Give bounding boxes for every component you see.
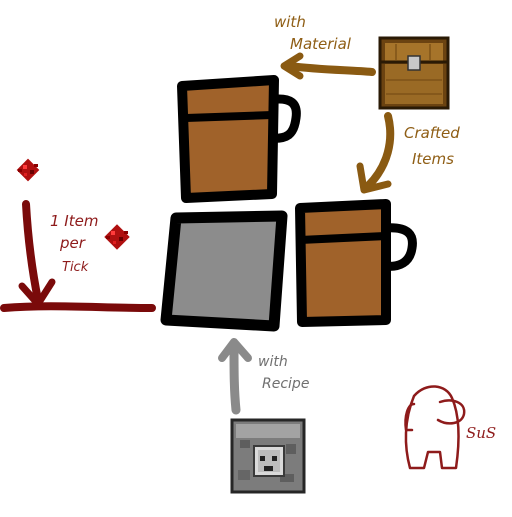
label-with-recipe-line2: Recipe — [262, 376, 309, 392]
label-crafted-items: Crafted Items — [404, 124, 460, 168]
mug-top — [177, 75, 301, 203]
arrow-crafted — [356, 112, 395, 194]
label-sus: SuS — [466, 424, 496, 442]
label-with-material-line2: Material — [290, 35, 352, 53]
mug-gray — [160, 210, 288, 332]
mug-right — [295, 199, 417, 327]
arrow-material — [280, 52, 376, 80]
chest-icon — [378, 36, 450, 110]
arrow-recipe — [218, 338, 252, 415]
dropper-icon — [230, 418, 306, 494]
label-item-line1: 1 Item — [50, 212, 98, 230]
label-item-line2: per — [59, 234, 86, 252]
crewmate-doodle-icon — [404, 385, 466, 470]
redstone-dust-icon — [16, 158, 40, 182]
label-with-material: with Material — [274, 13, 352, 53]
label-with-material-line1: with — [274, 13, 306, 31]
label-with-recipe-line1: with — [258, 354, 288, 370]
arrow-redstone — [0, 200, 156, 312]
label-crafted-line2: Items — [412, 150, 454, 168]
label-with-recipe: with Recipe — [258, 354, 309, 392]
label-item-per-tick: 1 Item per Tick — [50, 212, 98, 275]
label-crafted-line1: Crafted — [404, 124, 460, 142]
label-item-line3: Tick — [62, 260, 89, 275]
redstone-dust-icon — [104, 224, 130, 250]
